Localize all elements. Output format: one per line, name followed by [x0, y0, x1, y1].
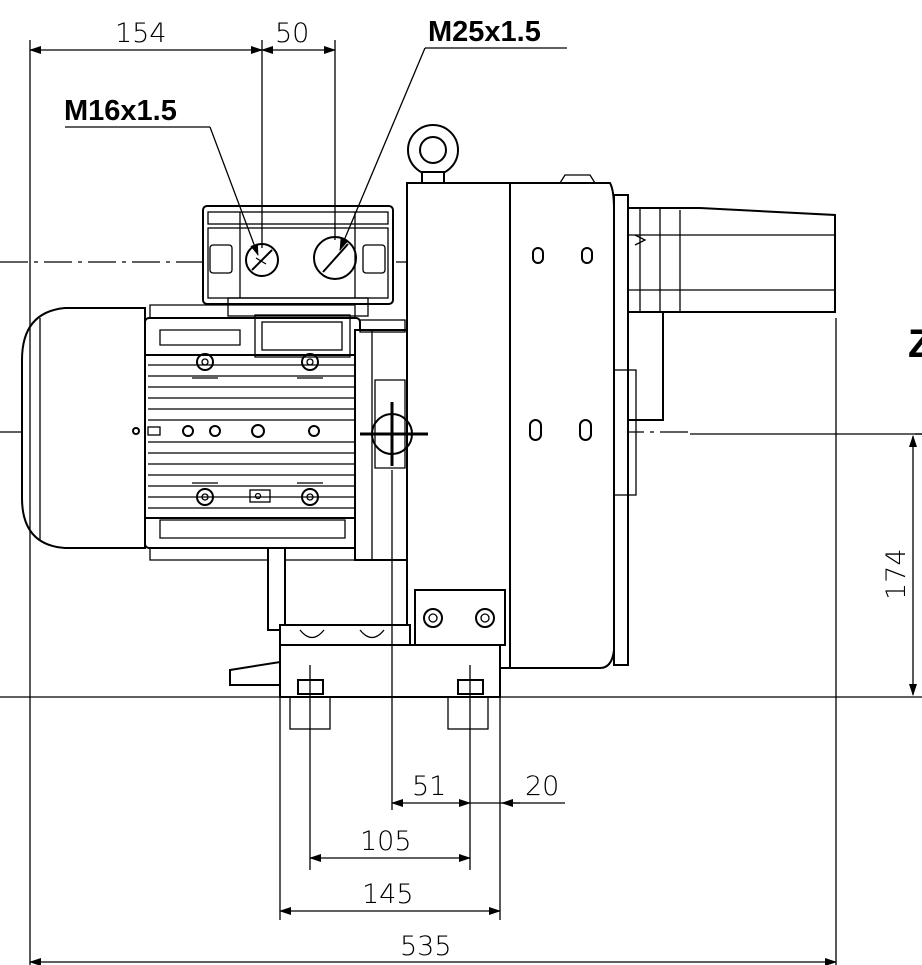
dim-174: 174 [881, 548, 912, 600]
dim-20: 20 [525, 771, 559, 802]
extension-lines [29, 40, 922, 965]
dim-145: 145 [362, 879, 414, 910]
motor-fins [145, 354, 360, 519]
dim-535: 535 [400, 931, 452, 962]
dim-50: 50 [275, 18, 309, 49]
callout-m16: M16x1.5 [64, 95, 177, 127]
terminal-box [202, 205, 394, 317]
dim-105: 105 [360, 826, 412, 857]
view-label-z: Z [908, 322, 922, 366]
blower-housing [360, 124, 836, 669]
dimension-lines [29, 46, 917, 965]
dim-154: 154 [115, 18, 167, 49]
callout-m25: M25x1.5 [428, 16, 541, 48]
base-frame [229, 547, 506, 745]
callout-leaders [65, 47, 567, 256]
dim-51: 51 [412, 771, 446, 802]
motor [21, 304, 408, 561]
